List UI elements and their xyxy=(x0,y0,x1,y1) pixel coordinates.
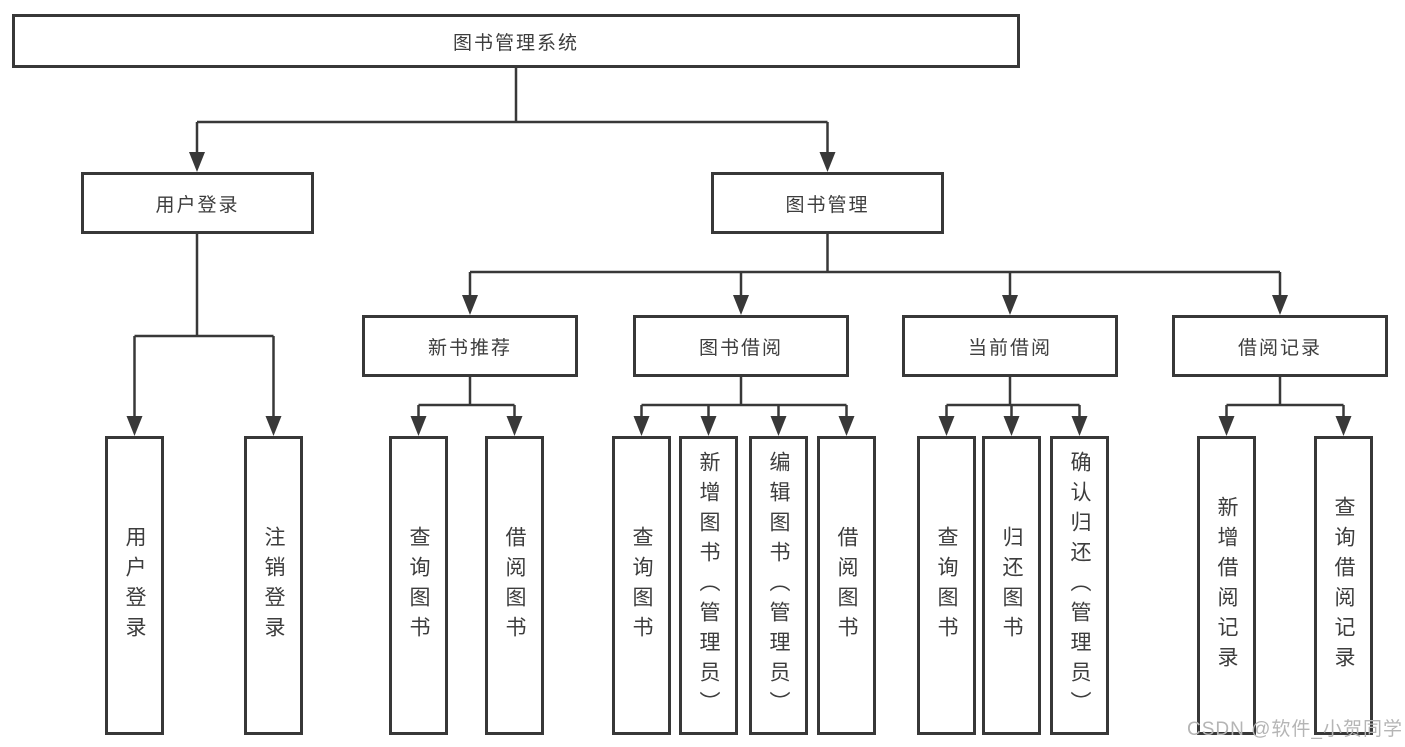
arrowhead xyxy=(1003,416,1020,436)
arrowhead xyxy=(265,416,282,436)
leaf-borrow-books: 借阅图书 xyxy=(817,436,876,735)
leaf-confirm-return-admin: 确认归还（管理员） xyxy=(1050,436,1109,735)
node-library-system-label: 图书管理系统 xyxy=(452,32,579,54)
csdn-watermark: CSDN @软件_小贺同学 xyxy=(1187,719,1403,740)
edge-bookmgmt-to-level3 xyxy=(468,234,1282,297)
arrowhead xyxy=(770,416,787,436)
edge-root-to-level2 xyxy=(195,68,829,154)
edge-borrowrecords-to-leaves xyxy=(1225,377,1345,418)
edge-bookborrow-to-leaves xyxy=(640,377,848,418)
leaf-query-books-recommend: 查询图书 xyxy=(389,436,448,735)
arrowhead xyxy=(838,416,855,436)
leaf-logout: 注销登录 xyxy=(244,436,303,735)
leaf-label: 查询图书 xyxy=(407,525,430,646)
node-borrow-records: 借阅记录 xyxy=(1172,315,1388,377)
leaf-label: 新增图书（管理员） xyxy=(697,450,720,721)
arrowhead xyxy=(506,416,523,436)
arrowhead xyxy=(819,152,836,172)
leaf-label: 查询图书 xyxy=(935,525,958,646)
node-user-login: 用户登录 xyxy=(81,172,314,234)
leaf-edit-books-admin: 编辑图书（管理员） xyxy=(749,436,808,735)
leaf-return-books: 归还图书 xyxy=(982,436,1041,735)
node-current-borrow-label: 当前借阅 xyxy=(967,337,1052,359)
leaf-label: 编辑图书（管理员） xyxy=(767,450,790,721)
node-borrow-records-label: 借阅记录 xyxy=(1237,337,1322,359)
arrowhead xyxy=(1002,295,1018,315)
arrowhead xyxy=(189,152,205,172)
leaf-query-borrow-record: 查询借阅记录 xyxy=(1314,436,1373,735)
leaf-label: 查询借阅记录 xyxy=(1332,495,1355,676)
arrowhead xyxy=(410,416,427,436)
node-new-book-recommend: 新书推荐 xyxy=(362,315,578,377)
node-book-borrow: 图书借阅 xyxy=(633,315,849,377)
leaf-user-login: 用户登录 xyxy=(105,436,164,735)
leaf-query-books-borrow: 查询图书 xyxy=(612,436,671,735)
arrowhead xyxy=(938,416,955,436)
arrowhead xyxy=(462,295,478,315)
arrowhead xyxy=(700,416,717,436)
leaf-borrow-books-recommend: 借阅图书 xyxy=(485,436,544,735)
leaf-label: 新增借阅记录 xyxy=(1215,495,1238,676)
leaf-add-borrow-record: 新增借阅记录 xyxy=(1197,436,1256,735)
arrowhead xyxy=(126,416,143,436)
arrowhead xyxy=(1218,416,1235,436)
arrowhead xyxy=(733,295,749,315)
leaf-label: 借阅图书 xyxy=(835,525,858,646)
leaf-query-books-current: 查询图书 xyxy=(917,436,976,735)
leaf-label: 用户登录 xyxy=(123,525,146,646)
node-book-management: 图书管理 xyxy=(711,172,944,234)
node-current-borrow: 当前借阅 xyxy=(902,315,1118,377)
arrowhead xyxy=(1335,416,1352,436)
edge-userlogin-to-leaves xyxy=(133,234,275,418)
arrowhead xyxy=(633,416,650,436)
edge-newbook-to-leaves xyxy=(417,377,516,418)
node-library-system: 图书管理系统 xyxy=(12,14,1020,68)
leaf-label: 归还图书 xyxy=(1000,525,1023,646)
arrowhead xyxy=(1272,295,1288,315)
arrowheads xyxy=(126,152,1352,436)
leaf-add-books-admin: 新增图书（管理员） xyxy=(679,436,738,735)
node-book-management-label: 图书管理 xyxy=(785,194,870,216)
leaf-label: 查询图书 xyxy=(630,525,653,646)
leaf-label: 借阅图书 xyxy=(503,525,526,646)
node-new-book-recommend-label: 新书推荐 xyxy=(427,337,512,359)
node-user-login-label: 用户登录 xyxy=(155,194,240,216)
arrowhead xyxy=(1071,416,1088,436)
node-book-borrow-label: 图书借阅 xyxy=(698,337,783,359)
leaf-label: 注销登录 xyxy=(262,525,285,646)
tree-edges xyxy=(133,68,1345,418)
edge-currentborrow-to-leaves xyxy=(945,377,1081,418)
leaf-label: 确认归还（管理员） xyxy=(1068,450,1091,721)
